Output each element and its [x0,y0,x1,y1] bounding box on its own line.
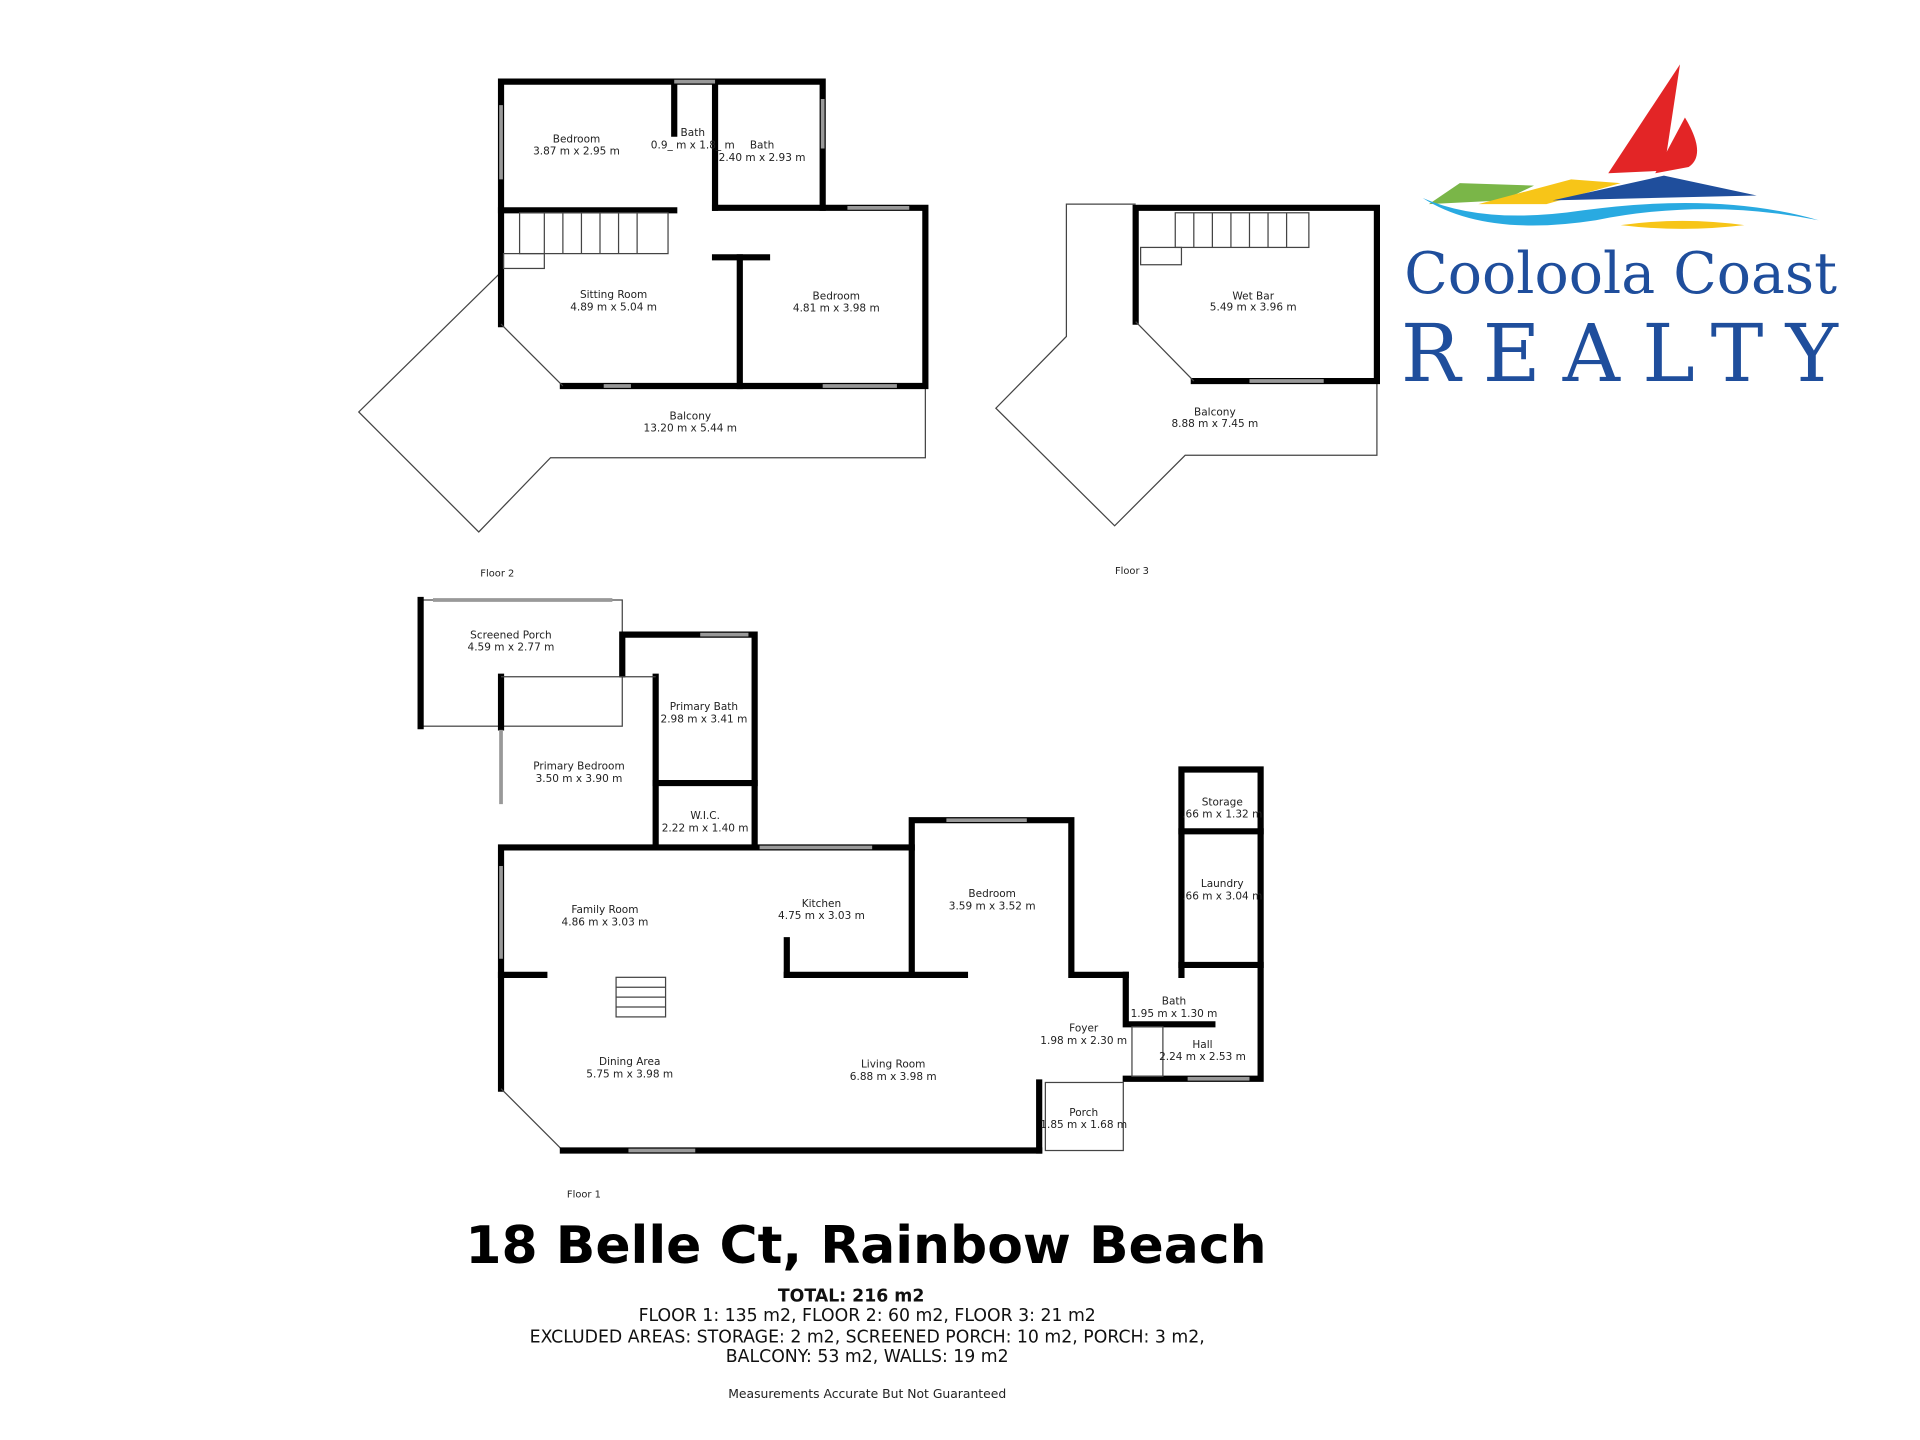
room-name: Primary Bath [670,701,738,713]
staircase [1140,212,1310,266]
room-name: Family Room [571,904,638,916]
room-size: 3.87 m x 2.95 m [533,146,620,158]
room-name: Bath [750,139,774,151]
room-name: Bath [681,127,705,139]
room-size: 5.75 m x 3.98 m [586,1069,673,1081]
room-name: Balcony [1194,407,1236,419]
floor-1-plan: Screened Porch 4.59 m x 2.77 m Primary B… [417,596,1264,1201]
room-size: .66 m x 3.04 m [1182,890,1262,902]
company-logo: Cooloola Coast REALTY [1401,64,1860,400]
room-size: 2.22 m x 1.40 m [662,822,749,834]
room-name: Bath [1162,996,1186,1008]
room-size: 5.49 m x 3.96 m [1210,302,1297,314]
excluded-areas-line2: BALCONY: 53 m2, WALLS: 19 m2 [726,1347,1009,1367]
floor-2-plan: Bedroom 3.87 m x 2.95 m Bath 0.9_ m x 1.… [357,78,929,579]
floor-label: Floor 1 [567,1190,601,1201]
room-size: 1.95 m x 1.30 m [1131,1008,1218,1020]
balcony-outline [357,271,926,533]
room-size: 4.89 m x 5.04 m [570,302,657,314]
room-name: Wet Bar [1232,290,1274,302]
room-name: W.I.C. [690,810,720,822]
balcony-outline [995,203,1378,527]
room-name: Primary Bedroom [533,760,624,772]
room-name: Bedroom [813,290,861,302]
room-name: Bedroom [968,888,1016,900]
disclaimer: Measurements Accurate But Not Guaranteed [728,1387,1006,1401]
screened-porch-outline [420,599,623,727]
room-name: Laundry [1201,878,1244,890]
property-address: 18 Belle Ct, Rainbow Beach [465,1216,1266,1276]
excluded-areas-line1: EXCLUDED AREAS: STORAGE: 2 m2, SCREENED … [530,1327,1205,1347]
room-size: 4.81 m x 3.98 m [793,303,880,315]
room-name: Storage [1202,796,1243,808]
room-size: 6.88 m x 3.98 m [850,1071,937,1083]
floor-3-plan: Wet Bar 5.49 m x 3.96 m Balcony 8.88 m x… [995,203,1380,577]
room-name: Bedroom [553,133,601,145]
room-size: 2.98 m x 3.41 m [661,713,748,725]
staircase [615,976,1164,1077]
staircase [502,212,669,270]
room-name: Sitting Room [580,289,647,301]
room-name: Living Room [861,1059,925,1071]
room-size: 3.59 m x 3.52 m [949,900,1036,912]
room-size: 0.9_ m x 1.8_ m [651,139,735,151]
room-size: 8.88 m x 7.45 m [1171,418,1258,430]
room-name: Porch [1069,1107,1098,1119]
room-name: Hall [1192,1039,1212,1051]
logo-line2: REALTY [1401,308,1860,400]
total-area: TOTAL: 216 m2 [778,1286,925,1306]
room-size: 4.86 m x 3.03 m [562,916,649,928]
room-size: 1.98 m x 2.30 m [1040,1035,1127,1047]
room-size: 3.50 m x 3.90 m [536,773,623,785]
room-size: 4.59 m x 2.77 m [468,642,555,654]
room-size: 2.40 m x 2.93 m [719,152,806,164]
room-size: 13.20 m x 5.44 m [644,423,737,435]
floor-areas: FLOOR 1: 135 m2, FLOOR 2: 60 m2, FLOOR 3… [639,1306,1096,1326]
room-size: .66 m x 1.32 m [1182,809,1262,821]
room-size: 4.75 m x 3.03 m [778,910,865,922]
room-name: Foyer [1069,1023,1099,1035]
room-size: 2.24 m x 2.53 m [1159,1051,1246,1063]
floor-label: Floor 2 [480,568,514,579]
room-name: Screened Porch [470,629,551,641]
room-name: Dining Area [599,1056,660,1068]
floor-label: Floor 3 [1115,566,1149,577]
room-name: Kitchen [802,898,841,910]
room-name: Balcony [669,410,711,422]
logo-line1: Cooloola Coast [1404,241,1837,307]
room-size: 1.85 m x 1.68 m [1040,1119,1127,1131]
